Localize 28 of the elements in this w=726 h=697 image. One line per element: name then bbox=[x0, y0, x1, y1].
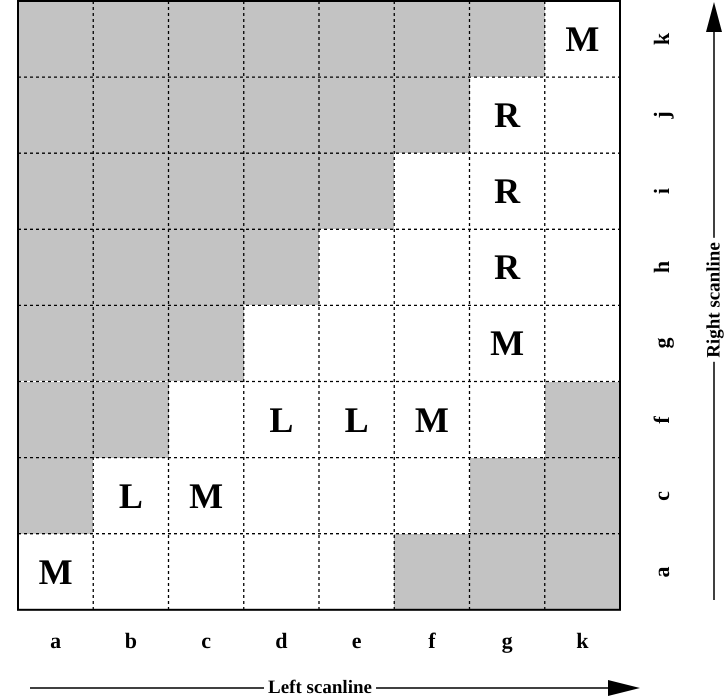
matrix-cell-entry: R bbox=[493, 94, 522, 138]
row-label: h bbox=[651, 261, 673, 274]
row-label: g bbox=[651, 338, 673, 349]
matrix-cell-entry: L bbox=[344, 398, 370, 442]
row-label: i bbox=[651, 188, 673, 194]
row-label: k bbox=[651, 32, 673, 46]
matrix-cell-entry: M bbox=[564, 18, 600, 62]
row-label: j bbox=[651, 111, 673, 119]
column-label: a bbox=[49, 630, 62, 652]
row-label: a bbox=[651, 566, 673, 578]
column-label: b bbox=[124, 630, 138, 652]
matrix-cell-entry: M bbox=[489, 322, 526, 366]
matrix-cell-entry: M bbox=[414, 398, 450, 442]
column-label: g bbox=[500, 630, 514, 652]
matrix-cell-entry: M bbox=[38, 550, 74, 594]
column-label: d bbox=[274, 630, 288, 652]
row-label: f bbox=[651, 416, 673, 424]
column-label: c bbox=[200, 630, 212, 652]
matrix-cell-entry: L bbox=[118, 474, 144, 518]
matrix-cell-entry: R bbox=[493, 170, 522, 214]
column-label: e bbox=[350, 630, 362, 652]
matrix-cell-entry: R bbox=[493, 246, 522, 290]
column-label: k bbox=[575, 630, 590, 652]
column-label: f bbox=[427, 630, 437, 652]
row-label: c bbox=[651, 490, 673, 501]
axis-title: Right scanline bbox=[704, 238, 724, 362]
matrix-cell-entry: M bbox=[188, 474, 224, 518]
matrix-cell-entry: L bbox=[268, 398, 294, 442]
